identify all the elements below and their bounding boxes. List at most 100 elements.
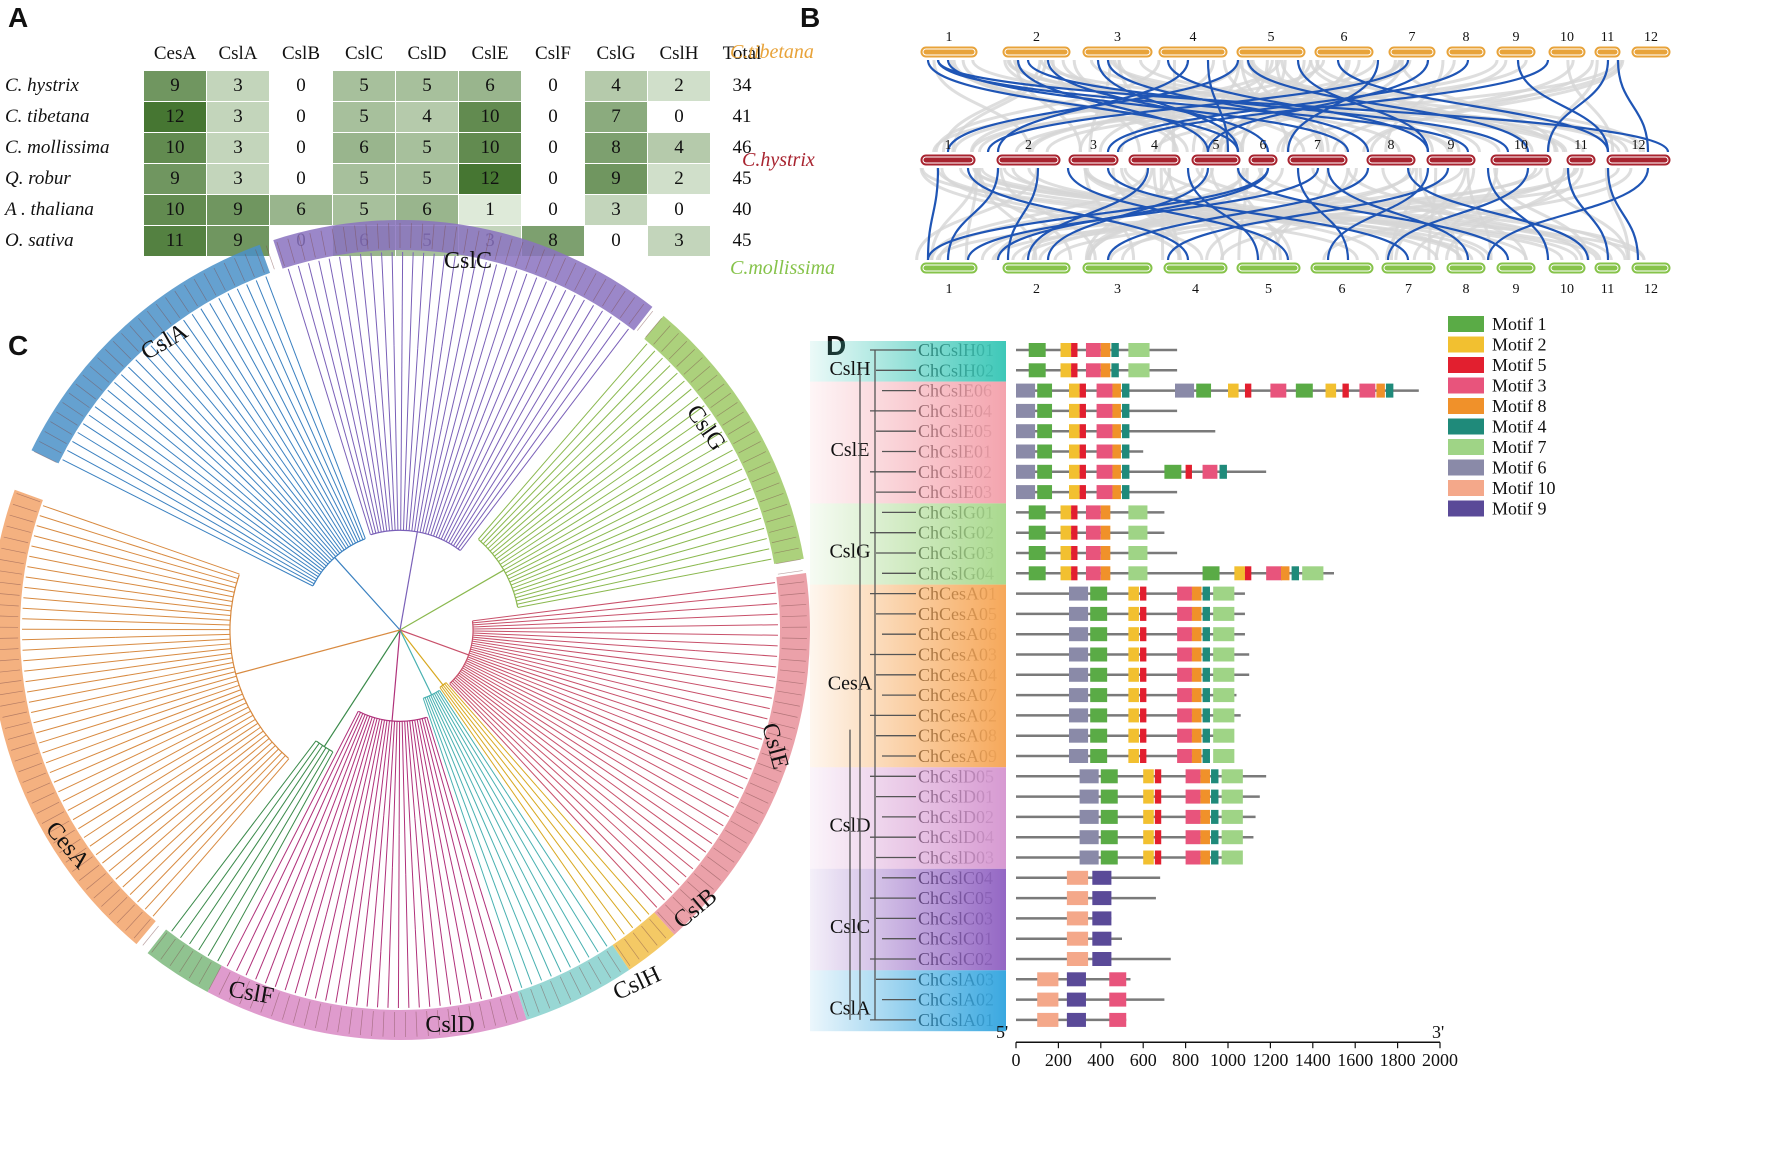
- ortholog-link: [926, 167, 1270, 261]
- motif-box: [1079, 485, 1086, 500]
- tip-label-mark: [0, 690, 23, 696]
- branch: [217, 738, 270, 782]
- tip-label-mark: [65, 847, 87, 863]
- branch: [598, 774, 707, 853]
- background-link: [934, 59, 1161, 153]
- chromosome-label: 11: [1601, 30, 1614, 45]
- branch: [150, 345, 278, 491]
- column-header-cesa: CesA: [153, 43, 197, 64]
- branch: [632, 830, 687, 878]
- background-link: [951, 59, 1048, 153]
- tip-label-mark: [382, 1011, 385, 1037]
- motif-box: [1122, 444, 1130, 459]
- branch: [325, 906, 345, 1001]
- motif-box: [1071, 566, 1078, 581]
- branch: [498, 273, 528, 352]
- clade-arc: [0, 489, 156, 945]
- column-header-csle: CslE: [471, 43, 509, 64]
- motif-box: [1085, 343, 1101, 357]
- tip-label-mark: [463, 228, 469, 254]
- motif-box: [1143, 830, 1154, 845]
- branch: [472, 620, 608, 628]
- tip-label-mark: [754, 772, 778, 783]
- branch: [42, 505, 94, 524]
- clade-arc: [207, 965, 527, 1040]
- group-band-csle: [810, 381, 1006, 504]
- motif-box: [1234, 566, 1245, 581]
- tip-label-mark: [657, 911, 675, 931]
- branch: [461, 877, 493, 997]
- chromosome-label: 12: [1632, 138, 1646, 153]
- branch: [457, 264, 498, 410]
- tip-label-mark: [540, 985, 551, 1009]
- motif-box: [1096, 424, 1113, 439]
- branch: [507, 794, 608, 947]
- motif-box: [1213, 627, 1235, 642]
- tip-label-mark: [710, 392, 732, 408]
- branch: [705, 538, 767, 555]
- branch: [274, 867, 318, 987]
- table-cell: 0: [521, 194, 585, 226]
- tip-label-mark: [47, 820, 70, 834]
- branch: [466, 660, 620, 732]
- ortholog-link: [1026, 59, 1510, 153]
- table-cell: 0: [521, 163, 585, 195]
- branch: [417, 252, 425, 349]
- tip-label-mark: [14, 752, 39, 762]
- background-link: [1257, 167, 1646, 261]
- branch: [629, 413, 711, 471]
- motif-box: [1079, 789, 1099, 804]
- branch: [183, 512, 315, 585]
- branch: [95, 813, 152, 856]
- branch: [62, 754, 155, 802]
- background-link: [1385, 167, 1467, 261]
- tip-label-mark: [559, 976, 572, 1000]
- legend-swatch: [1448, 336, 1484, 353]
- motif-box: [1090, 749, 1108, 763]
- tip-label-mark: [738, 441, 761, 454]
- tip-label-mark: [337, 1007, 342, 1033]
- background-link: [959, 167, 1463, 261]
- branch: [402, 357, 411, 531]
- motif-box: [1202, 667, 1210, 682]
- branch: [42, 708, 171, 754]
- branch: [158, 588, 233, 602]
- branch: [457, 477, 510, 550]
- branch: [144, 607, 231, 617]
- motif-box: [1128, 667, 1139, 682]
- branch: [458, 788, 533, 985]
- branch: [316, 716, 371, 868]
- branch: [131, 465, 318, 580]
- branch: [185, 752, 283, 853]
- branch: [22, 636, 116, 641]
- tip-label-mark: [697, 374, 718, 391]
- branch: [245, 878, 290, 976]
- ortholog-link: [1486, 167, 1550, 261]
- table-cell: 0: [521, 101, 585, 133]
- branch: [473, 630, 594, 634]
- tip-label-mark: [0, 680, 22, 684]
- branch: [387, 867, 393, 1008]
- tip-label-mark: [569, 972, 582, 995]
- branch: [234, 545, 314, 587]
- branch: [374, 394, 391, 531]
- table-corner: [1, 38, 144, 71]
- motif-box: [1177, 708, 1192, 723]
- tip-label-mark: [757, 762, 782, 773]
- motif-box: [1066, 870, 1089, 885]
- motif-box: [1128, 343, 1150, 357]
- chromosome-outline: [1250, 156, 1276, 164]
- branch: [24, 657, 143, 672]
- chromosome-bar: [1235, 261, 1302, 275]
- ortholog-link: [1016, 59, 1210, 153]
- motif-box: [1202, 708, 1210, 723]
- motif-box: [1191, 728, 1202, 743]
- chromosome-label: 11: [1574, 138, 1587, 153]
- chromosome-label: 12: [1644, 282, 1658, 297]
- legend-label: Motif 2: [1492, 335, 1547, 355]
- tip-label-mark: [165, 297, 181, 319]
- table-cell: 7: [584, 101, 648, 133]
- branch: [594, 431, 723, 511]
- branch: [287, 268, 338, 426]
- branch: [67, 777, 128, 811]
